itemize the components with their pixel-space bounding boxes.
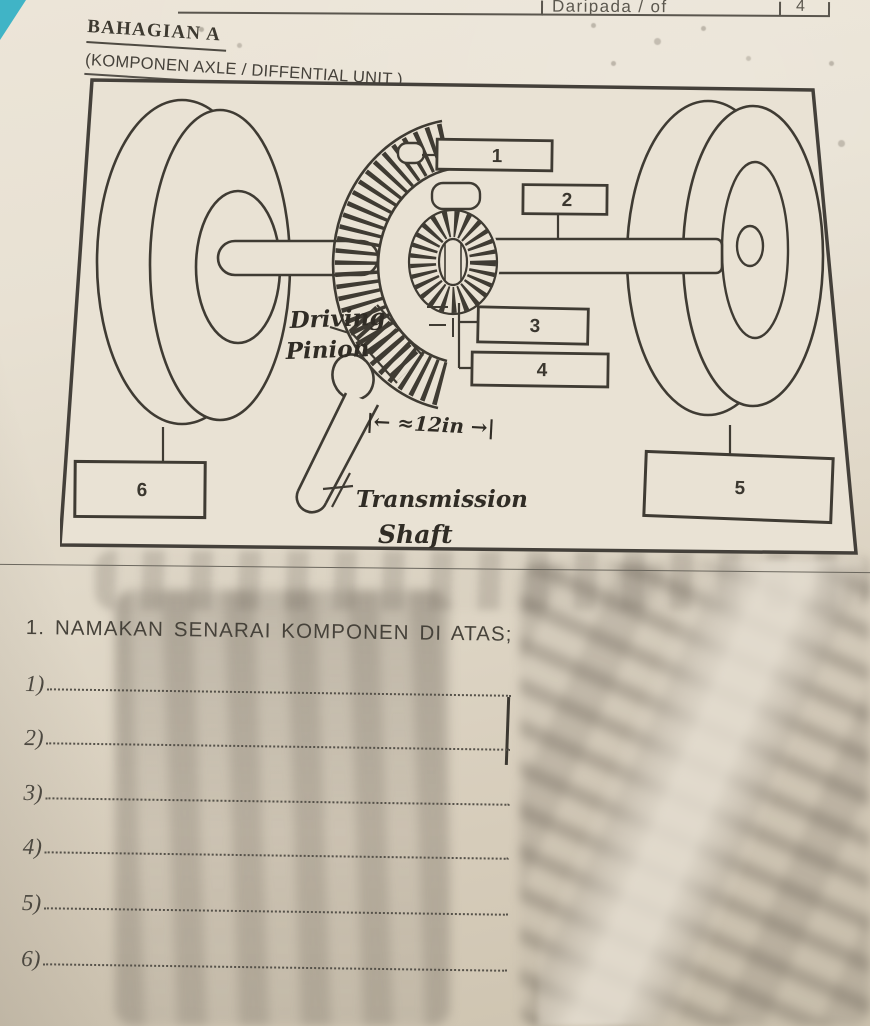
- answer-dotted-line: [44, 850, 509, 860]
- page-of-label: Daripada / of: [551, 0, 668, 17]
- page-of-value: 4: [795, 0, 805, 15]
- answer-dotted-line: [43, 962, 508, 972]
- table-border: [778, 1, 782, 16]
- answer-row-1: 1): [25, 666, 517, 701]
- right-axle-shaft: [488, 237, 724, 275]
- section-title: BAHAGIAN A: [86, 16, 228, 52]
- driving-pinion-pointer: [329, 326, 350, 334]
- question-section: 1. NAMAKAN SENARAI KOMPONEN DI ATAS; 1) …: [21, 616, 518, 977]
- callout-box-2: 2: [521, 183, 609, 216]
- axle-differential-diagram: 1 2 3 4 5 6 Driving Pinion |← ≈12in →| T…: [60, 78, 858, 555]
- annotation-driving-pinion-line2: Pinion: [284, 335, 369, 365]
- callout-leader-lines: [161, 153, 732, 462]
- transmission-shaft: [295, 392, 380, 514]
- callout-box-5: 5: [642, 449, 835, 525]
- answer-label: 3): [23, 779, 43, 805]
- answer-row-6: 6): [21, 942, 513, 977]
- answer-label: 1): [24, 670, 45, 696]
- answer-dotted-line: [47, 686, 511, 697]
- callout-box-4: 4: [470, 350, 610, 389]
- carrier-top-lug: [396, 141, 426, 165]
- table-border: [540, 0, 544, 16]
- differential-gear-cage: [406, 206, 500, 318]
- left-axle-shaft: [216, 239, 380, 277]
- callout-label-2: 2: [562, 190, 573, 211]
- answer-row-2: 2): [24, 721, 516, 756]
- annotation-transmission-line1: Transmission: [356, 486, 528, 513]
- smudge-highlight: [538, 560, 870, 1026]
- answer-label: 2): [24, 724, 44, 751]
- driving-pinion-gear: [331, 304, 424, 401]
- callout-label-3: 3: [529, 316, 540, 337]
- answer-label: 4): [22, 833, 43, 860]
- carrier-bottom: [427, 306, 454, 337]
- smudge-center: [115, 590, 450, 1026]
- answer-row-5: 5): [22, 886, 514, 921]
- answer-dotted-line: [44, 906, 508, 916]
- right-wheel-drum: [625, 99, 825, 417]
- callout-label-5: 5: [734, 478, 746, 499]
- callout-label-6: 6: [137, 480, 148, 501]
- annotation-arrow: [322, 472, 354, 508]
- callout-box-6: 6: [73, 459, 207, 520]
- table-border: [827, 2, 831, 17]
- callout-box-3: 3: [476, 305, 590, 346]
- answer-label: 5): [21, 889, 42, 916]
- answer-row-4: 4): [23, 830, 515, 865]
- annotation-transmission-line2: Shaft: [378, 520, 453, 549]
- callout-box-1: 1: [435, 137, 554, 173]
- table-border: [177, 11, 830, 18]
- callout-label-4: 4: [537, 360, 548, 381]
- callout-label-1: 1: [492, 146, 503, 167]
- answer-row-3: 3): [23, 775, 515, 810]
- answer-dotted-line: [45, 795, 510, 806]
- carrier-flange: [430, 181, 482, 211]
- answer-label: 6): [21, 945, 41, 972]
- answer-dotted-line: [46, 741, 511, 751]
